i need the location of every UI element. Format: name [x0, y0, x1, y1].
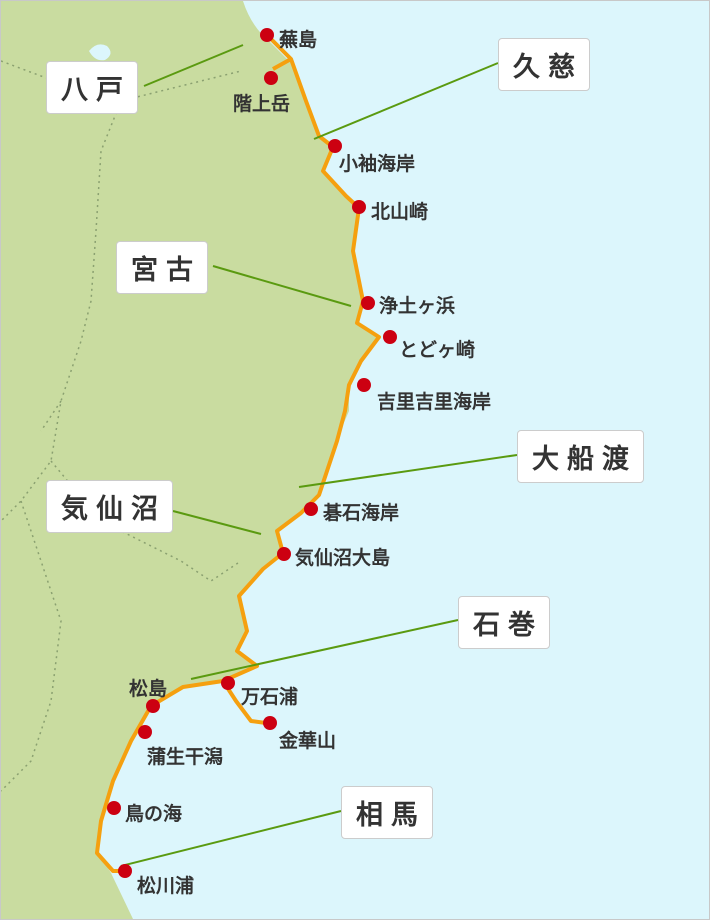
- spot-marker: [304, 502, 318, 516]
- spot-label: 碁石海岸: [323, 502, 400, 524]
- leader-soma: [120, 810, 342, 867]
- spot-marker: [383, 330, 397, 344]
- coastal-trail-route: [95, 33, 381, 873]
- leader-kuji: [313, 62, 499, 140]
- spot-marker: [107, 801, 121, 815]
- spot-marker: [352, 200, 366, 214]
- leader-ofunato: [298, 454, 518, 488]
- leader-hachinohe: [143, 44, 244, 87]
- spot-label: とどヶ崎: [399, 339, 476, 361]
- spot-marker: [138, 725, 152, 739]
- prefecture-border: [1, 60, 242, 792]
- city-label: 石巻: [458, 596, 550, 649]
- city-label: 大船渡: [517, 430, 644, 483]
- leader-kesennuma: [172, 510, 262, 535]
- spot-marker: [260, 28, 274, 42]
- spot-label: 気仙沼大島: [295, 547, 391, 569]
- spot-marker: [263, 716, 277, 730]
- spot-marker: [328, 139, 342, 153]
- spot-label: 蒲生干潟: [147, 746, 224, 768]
- spot-marker: [361, 296, 375, 310]
- city-label: 宮古: [116, 241, 208, 294]
- spot-marker: [277, 547, 291, 561]
- spot-label: 浄土ヶ浜: [379, 295, 456, 317]
- city-label: 八戸: [46, 61, 138, 114]
- spot-label: 北山崎: [371, 201, 429, 223]
- spot-label: 金華山: [279, 730, 337, 752]
- spot-marker: [264, 71, 278, 85]
- lake: [89, 44, 111, 61]
- spot-label: 吉里吉里海岸: [377, 391, 492, 413]
- spot-label: 小袖海岸: [339, 153, 416, 175]
- leader-miyako: [212, 265, 352, 307]
- city-label: 相馬: [341, 786, 433, 839]
- spot-label: 万石浦: [241, 686, 299, 708]
- spot-label: 松川浦: [137, 875, 195, 897]
- spot-marker: [357, 378, 371, 392]
- spot-label: 階上岳: [233, 93, 291, 115]
- city-label: 久慈: [498, 38, 590, 91]
- spot-label: 松島: [129, 678, 168, 700]
- spot-marker: [146, 699, 160, 713]
- leader-ishinomaki: [190, 619, 459, 680]
- spot-marker: [221, 676, 235, 690]
- spot-label: 鳥の海: [125, 803, 183, 825]
- city-label: 気仙沼: [46, 480, 173, 533]
- spot-marker: [118, 864, 132, 878]
- spot-label: 蕪島: [279, 29, 318, 51]
